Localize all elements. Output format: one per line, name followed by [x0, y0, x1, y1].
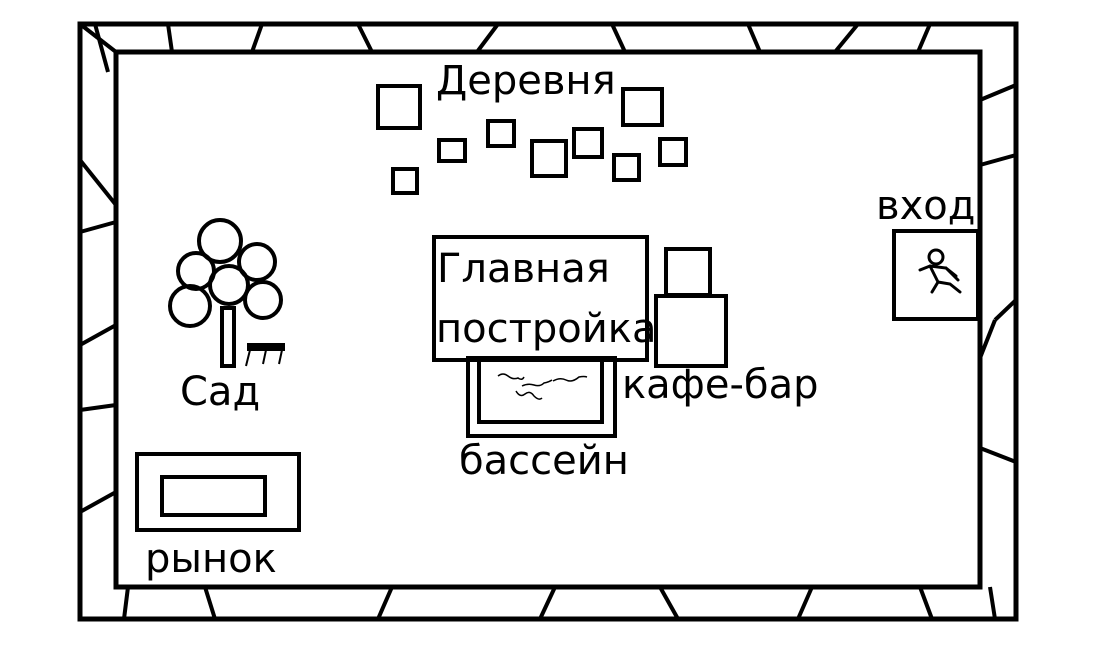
stone-seam: [79, 403, 117, 412]
wall-stones: [78, 22, 1018, 620]
bench-leg: [262, 349, 267, 365]
wave: [515, 390, 543, 400]
bench-icon: [245, 343, 285, 367]
house: [621, 87, 664, 127]
entrance-label: вход: [876, 183, 975, 229]
bench-leg: [245, 349, 251, 367]
stone-seam: [122, 586, 130, 620]
main-building-label-line1: Главная: [437, 246, 610, 292]
bench-leg: [278, 349, 283, 365]
tree-crown: [168, 284, 212, 328]
cafe-bar-body: [654, 294, 728, 368]
water-waves: [497, 373, 588, 400]
stone-seam: [746, 23, 762, 53]
house: [391, 167, 419, 195]
house: [612, 153, 641, 182]
stone-seam: [166, 23, 174, 53]
village-houses: [376, 84, 688, 195]
wave: [552, 375, 588, 382]
pool-outer: [466, 356, 617, 438]
garden-label: Сад: [180, 369, 260, 415]
stone-seam: [79, 490, 117, 514]
tree-trunk: [220, 306, 236, 368]
stone-seam: [993, 298, 1018, 322]
stone-seam: [250, 23, 264, 53]
house: [437, 138, 467, 163]
stone-seam: [78, 158, 118, 207]
stone-seam: [538, 586, 557, 620]
tree-crown: [243, 280, 283, 320]
stone-seam: [79, 220, 117, 234]
stone-seam: [988, 586, 997, 620]
main-building-label-line2: постройка: [436, 306, 656, 352]
stone-seam: [79, 323, 117, 347]
pool-label: бассейн: [459, 438, 629, 484]
tree-icon: [168, 218, 283, 368]
wave: [521, 379, 553, 387]
person-body: [918, 264, 962, 294]
house: [376, 84, 422, 130]
stone-seam: [93, 23, 110, 73]
stone-seam: [376, 586, 394, 620]
outer-wall-edge: [77, 21, 1019, 622]
house: [486, 119, 516, 148]
tree-crown: [197, 218, 243, 264]
stone-seam: [658, 586, 680, 620]
bench-seat: [247, 343, 285, 351]
stone-seam: [979, 153, 1017, 167]
stone-seam: [796, 586, 814, 620]
house: [530, 139, 568, 178]
pool-inner: [477, 358, 604, 424]
village-label: Деревня: [436, 58, 616, 104]
wave: [497, 373, 525, 381]
stone-seam: [979, 83, 1017, 102]
stone-seam: [356, 23, 374, 53]
tree-crown: [208, 264, 250, 306]
house: [572, 127, 604, 159]
cafe-bar-label: кафе-бар: [622, 362, 818, 408]
tree-crown: [237, 242, 277, 282]
stone-seam: [610, 23, 627, 53]
stone-seam: [918, 586, 934, 620]
market-label: рынок: [145, 536, 277, 582]
market-outer: [135, 452, 301, 532]
house: [658, 137, 688, 167]
market-stall: [160, 475, 267, 517]
stone-seam: [978, 319, 997, 359]
entrance-gate: [892, 229, 980, 321]
stone-seam: [833, 22, 860, 54]
walking-person-icon: [918, 248, 962, 294]
stone-seam: [916, 23, 932, 53]
person-head: [927, 248, 945, 266]
stone-seam: [203, 586, 217, 620]
cafe-bar-top: [664, 247, 712, 297]
stone-seam: [475, 22, 500, 54]
stone-seam: [979, 446, 1017, 464]
